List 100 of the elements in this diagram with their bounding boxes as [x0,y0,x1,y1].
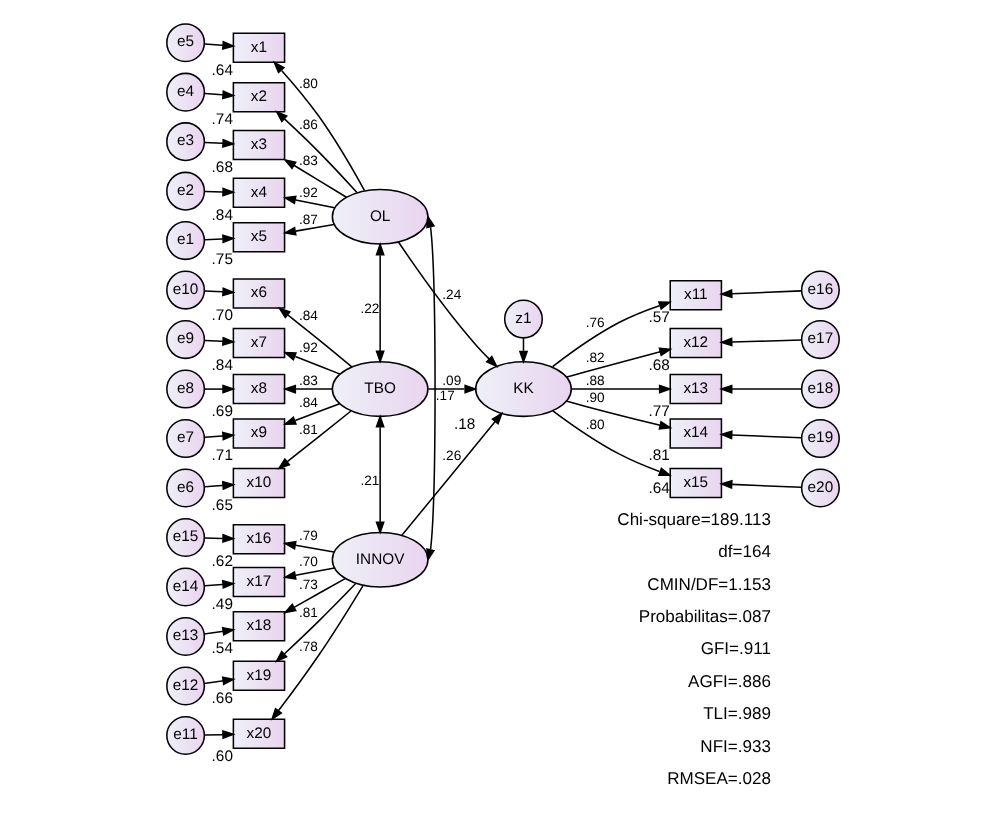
arrow [282,158,347,199]
label: RMSEA=.028 [666,768,770,789]
node-circle: e6 [165,468,205,508]
node-label: .65 [210,495,232,514]
arrow [281,351,340,375]
node-label: .81 [647,446,669,465]
node-circle: e12 [165,666,205,706]
node-box: x2 [231,82,285,113]
arrow [203,287,235,297]
node-label: .62 [210,552,232,571]
arrow [281,195,335,209]
node-box: x19 [231,660,285,692]
node-label: .68 [647,355,669,374]
arrow [718,430,801,440]
arrow [426,384,477,394]
node-circle: e20 [799,468,839,508]
node-circle: z1 [502,299,542,339]
node-label: .74 [210,110,232,129]
label: df=164 [717,541,770,562]
node-label: .75 [210,250,232,268]
label: AGFI=.886 [687,670,770,691]
node-circle: e7 [165,419,205,459]
node-box: x5 [231,221,285,253]
node-circle: e13 [165,617,205,657]
node-label: .84 [210,355,232,374]
arrow [203,480,235,491]
node-label: .70 [210,306,232,325]
node-ellipse: TBO [330,361,428,418]
node-box: x1 [231,32,285,64]
arrow [203,579,235,590]
arrow [374,242,384,364]
node-box: x17 [231,566,285,598]
arrow [202,626,235,636]
node-label: .18 [452,414,475,433]
arrow [203,187,235,197]
arrow [281,402,340,426]
node-circle: e11 [165,715,205,756]
node-label: .71 [210,446,232,465]
arrow [569,384,672,394]
node-box: x11 [668,279,722,311]
arrow [565,347,672,378]
node-label: .64 [210,60,232,79]
arrow [374,414,384,535]
arrow [281,567,335,580]
node-box: x18 [231,611,285,642]
node-ellipse: OL [330,188,428,245]
arrow [281,540,334,553]
arrow [203,40,235,50]
node-box: x12 [668,327,722,359]
node-label: .77 [647,401,669,420]
node-circle: e10 [165,270,205,310]
node-box: x13 [668,373,722,405]
node-ellipse: INNOV [330,531,428,588]
node-circle: e9 [165,320,205,360]
node-circle: e17 [799,320,839,360]
node-circle: e16 [799,270,839,310]
node-label: .68 [210,157,232,176]
arrow [276,306,352,368]
node-box: x16 [231,524,285,555]
node-circle: e5 [165,23,205,63]
arrow [269,585,363,721]
node-box: x7 [231,327,285,359]
arrow [203,90,235,100]
arrow [400,411,503,537]
arrow [281,384,332,394]
node-box: x6 [231,278,285,309]
node-box: x3 [231,129,285,161]
arrow [718,479,801,490]
arrow [203,384,235,394]
node-circle: e8 [165,369,205,409]
arrow [718,384,801,394]
node-label: .49 [210,594,232,613]
arrow [551,410,671,476]
label: Probabilitas=.087 [637,606,770,627]
node-label: .66 [210,688,232,707]
arrow [203,138,235,148]
arrow [281,223,334,236]
arrow [203,336,235,346]
node-label: .69 [210,401,232,420]
arrow [203,729,235,740]
arrow [718,337,801,347]
label: TLI=.989 [702,703,770,724]
arrow [203,431,235,441]
node-box: x8 [231,373,285,405]
arrow [203,533,235,544]
node-box: x9 [231,418,285,449]
label: CMIN/DF=1.153 [646,573,770,594]
label: Chi-square=189.113 [616,508,770,529]
arrow [425,214,435,562]
node-circle: e14 [165,567,205,607]
node-label: .60 [210,746,232,765]
arrow [396,241,498,368]
arrow [565,400,672,430]
node-circle: e19 [799,419,839,459]
node-box: x20 [231,718,285,750]
node-box: x15 [668,467,722,499]
node-box: x10 [231,467,285,499]
node-circle: e4 [165,72,205,112]
arrow [202,676,235,686]
arrow [276,410,351,470]
